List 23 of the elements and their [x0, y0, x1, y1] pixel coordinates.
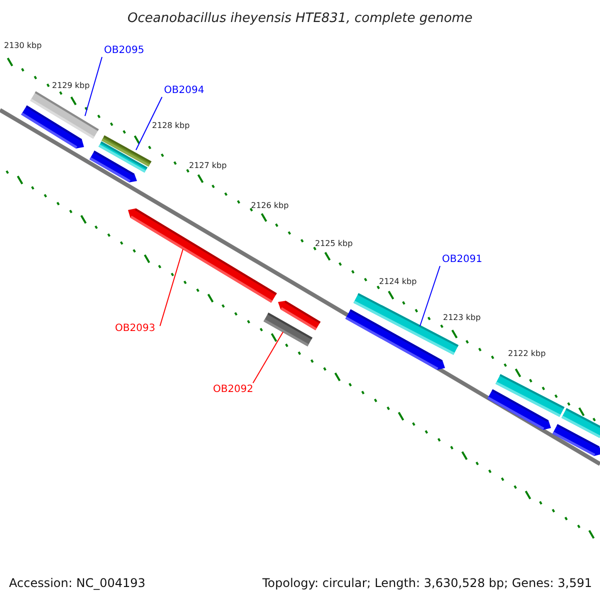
scale-label: 2127 kbp [189, 161, 227, 171]
leader-line [84, 56, 102, 116]
scale-label: 2123 kbp [443, 313, 481, 323]
gene-label: OB2092 [213, 384, 254, 396]
gene-label: OB2094 [164, 85, 204, 97]
leader-line [252, 332, 284, 384]
scale-label: 2130 kbp [4, 41, 42, 51]
scale-label: 2126 kbp [251, 201, 289, 211]
scale-label: 2122 kbp [508, 349, 546, 359]
gene-label: OB2095 [104, 45, 144, 57]
genome-stats-text: Topology: circular; Length: 3,630,528 bp; Genes: 3,591 [262, 575, 592, 592]
gene-bar [264, 312, 312, 346]
gene-bar [128, 208, 277, 303]
scale-label: 2125 kbp [315, 239, 353, 249]
gene-bar [30, 91, 99, 139]
gene-bar [102, 135, 152, 167]
leader-line [136, 96, 162, 150]
gene-label: OB2093 [115, 323, 156, 335]
title: Oceanobacillus iheyensis HTE831, complete genome [126, 10, 474, 28]
gene-label: OB2091 [442, 254, 482, 266]
leader-line [160, 248, 184, 326]
accession-text: Accession: NC_004193 [9, 575, 146, 592]
leader-line [420, 266, 440, 326]
